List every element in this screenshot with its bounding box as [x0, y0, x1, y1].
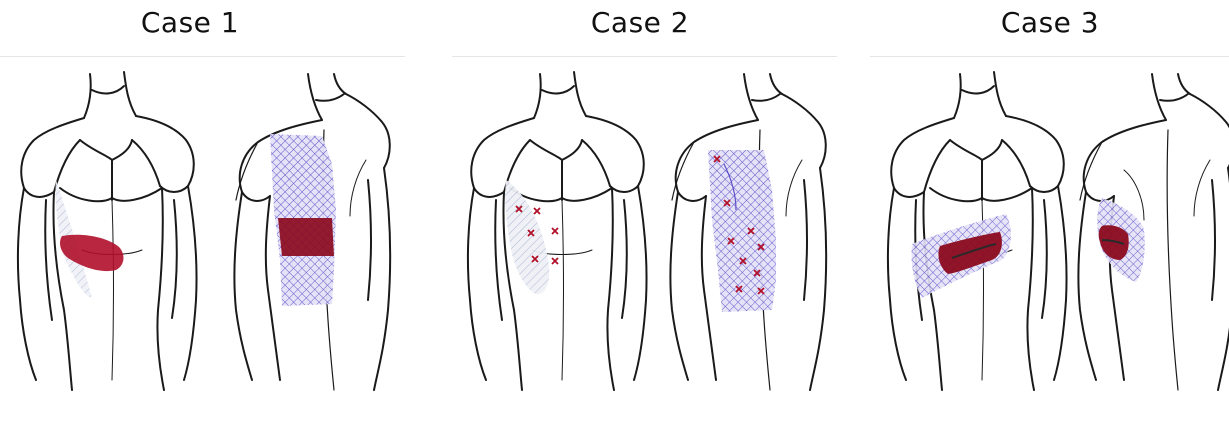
case-2-back-referred-area — [708, 150, 776, 312]
case-3-back-pain-area — [1099, 225, 1129, 260]
case-2-back-figure — [670, 74, 826, 390]
case-3-front-figure — [888, 72, 1067, 390]
case-2-front-figure — [468, 72, 647, 390]
case-1-back-figure — [234, 74, 390, 390]
case-1-back-pain-band — [278, 218, 334, 256]
case-3-back-figure — [1078, 74, 1229, 390]
case-1-front-figure — [18, 72, 197, 390]
